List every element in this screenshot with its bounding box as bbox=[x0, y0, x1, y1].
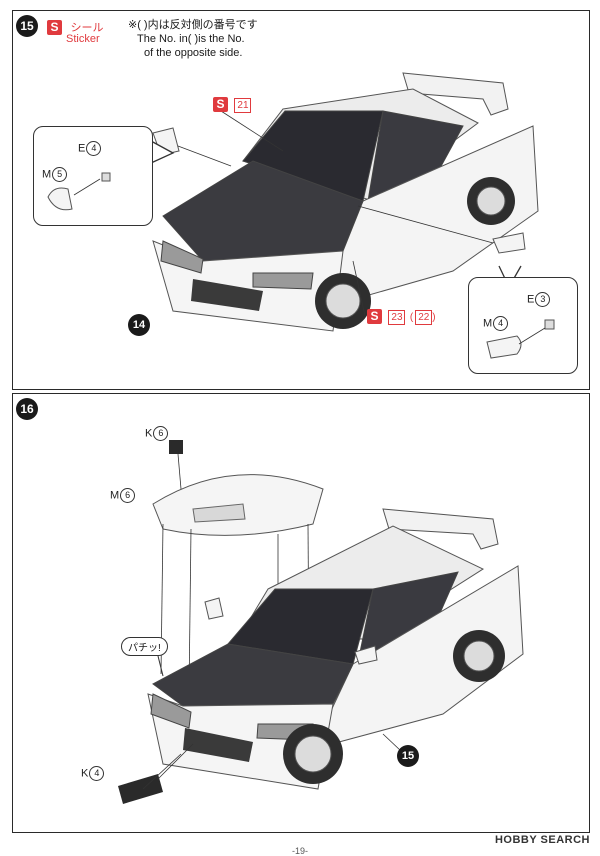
note-en-line1: The No. in( )is the No. bbox=[137, 33, 245, 45]
mirror-parts-drawing bbox=[486, 319, 555, 359]
sticker-en-label: Sticker bbox=[66, 33, 100, 45]
snap-callout: パチッ! bbox=[121, 637, 168, 656]
step-number-badge: 15 bbox=[16, 15, 38, 37]
sticker-21-tag: S 21 bbox=[213, 95, 252, 113]
mirror-parts-drawing bbox=[47, 172, 111, 211]
sticker-number: 21 bbox=[234, 98, 252, 113]
sticker-s-icon: S bbox=[47, 20, 62, 35]
step-16-panel: 16 bbox=[12, 393, 590, 833]
hobby-search-watermark: HOBBY SEARCH bbox=[494, 834, 590, 846]
sticker-number: 23 bbox=[388, 310, 406, 325]
sticker-opposite-number: 22 bbox=[415, 310, 433, 325]
sticker-23-tag: S 23 (22) bbox=[367, 307, 436, 325]
sticker-jp-label: シール bbox=[70, 22, 104, 34]
note-jp: ※( )内は反対側の番号です bbox=[128, 19, 258, 31]
ref-step-15-badge: 15 bbox=[401, 750, 415, 762]
sticker-s-icon: S bbox=[367, 309, 382, 324]
ref-step-14-badge: 14 bbox=[132, 319, 146, 331]
step-15-panel: 15 S シール Sticker ※( )内は反対側の番号です The No. … bbox=[12, 10, 590, 390]
sticker-legend: S シール bbox=[47, 18, 103, 36]
step-number-badge: 16 bbox=[16, 398, 38, 420]
sticker-s-icon: S bbox=[213, 97, 228, 112]
car-illustration-16 bbox=[118, 440, 524, 804]
car-illustration-15 bbox=[128, 72, 539, 336]
note-en-line2: of the opposite side. bbox=[144, 47, 243, 59]
page-number: -19- bbox=[291, 846, 308, 856]
